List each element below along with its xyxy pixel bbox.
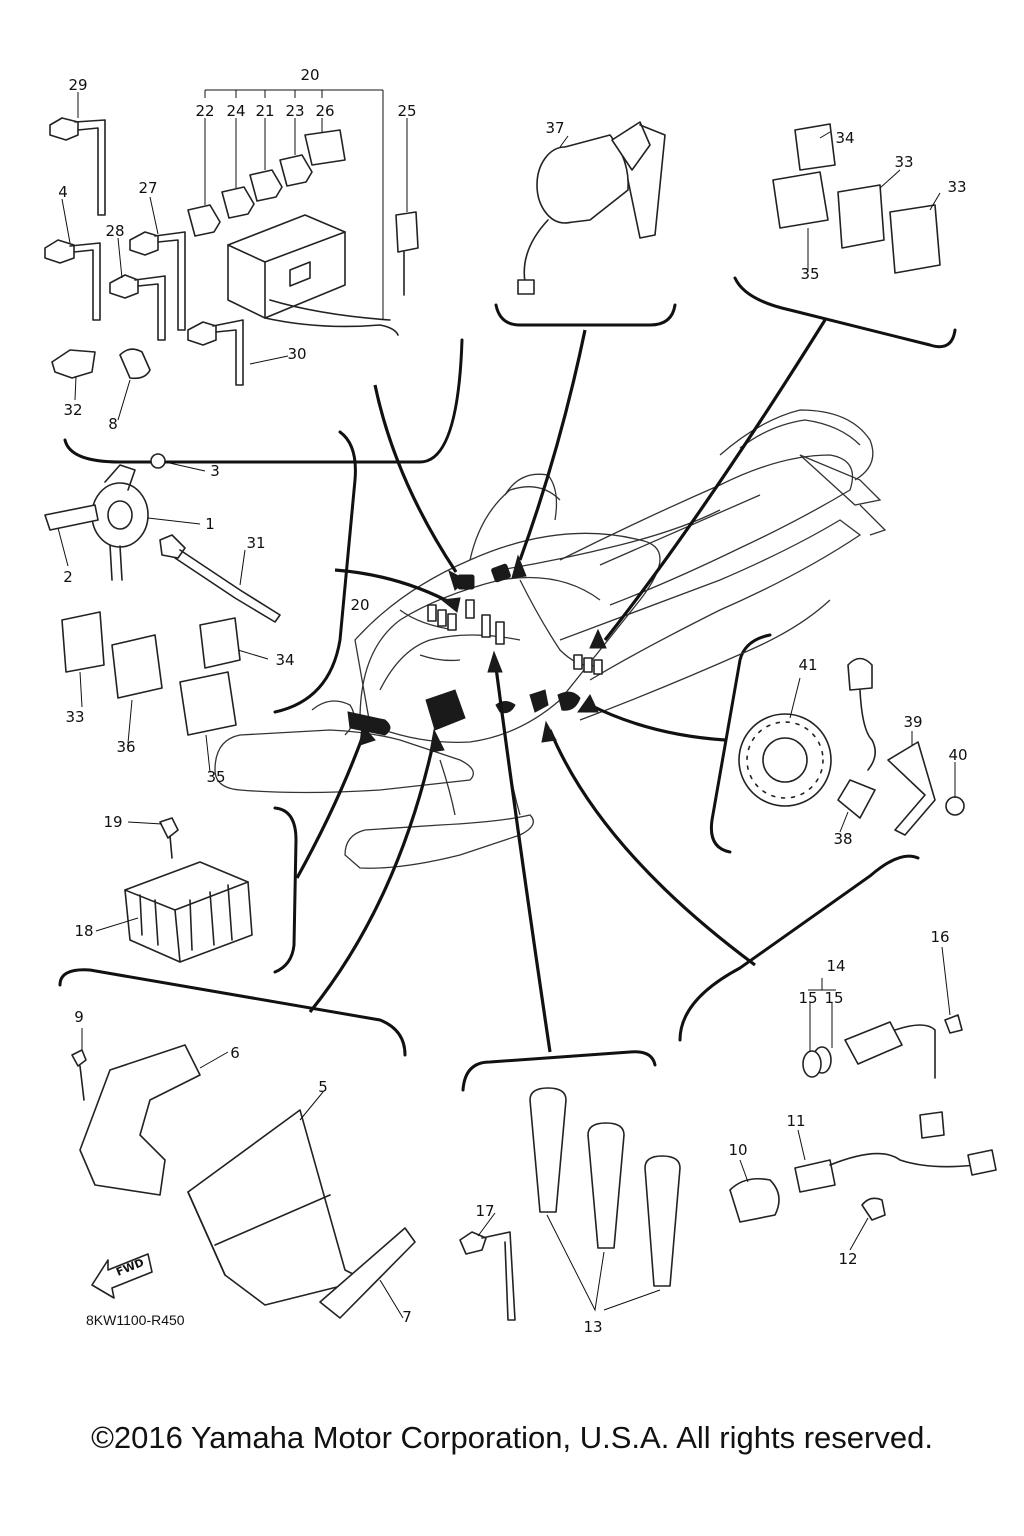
- callout-19: 19: [103, 813, 122, 831]
- callout-41: 41: [798, 656, 817, 674]
- callout-11: 11: [786, 1112, 805, 1130]
- callout-1: 1: [205, 515, 215, 533]
- callout-labels: 1 2 3 4 5 6 7 8 9 10 11 12 13 14 15 15 1…: [58, 66, 967, 1336]
- diagram-code: 8KW1100-R450: [86, 1312, 185, 1328]
- callout-20-harness: 20: [350, 596, 369, 614]
- callout-12: 12: [838, 1250, 857, 1268]
- callout-17: 17: [475, 1202, 494, 1220]
- callout-36: 36: [116, 738, 135, 756]
- callout-13: 13: [583, 1318, 602, 1336]
- main-switch-group: [517, 121, 666, 295]
- callout-35-top: 35: [800, 265, 819, 283]
- harness-components: [347, 563, 603, 736]
- callout-29: 29: [68, 76, 87, 94]
- callout-33-top-b: 33: [947, 178, 966, 196]
- ignition-coil-group: [459, 1087, 681, 1321]
- callout-15a: 15: [798, 989, 817, 1007]
- arrow-lines: [295, 319, 827, 1053]
- callout-6: 6: [230, 1044, 240, 1062]
- ecu-group: [71, 1044, 416, 1319]
- copyright-notice: ©2016 Yamaha Motor Corporation, U.S.A. A…: [91, 1420, 933, 1455]
- callout-39: 39: [903, 713, 922, 731]
- callout-15b: 15: [824, 989, 843, 1007]
- callout-2: 2: [63, 568, 73, 586]
- group-brackets: [58, 276, 957, 1092]
- callout-32: 32: [63, 401, 82, 419]
- callout-34-left: 34: [275, 651, 294, 669]
- callout-22: 22: [195, 102, 214, 120]
- callout-8: 8: [108, 415, 118, 433]
- callout-35-left: 35: [206, 768, 225, 786]
- callout-34-top: 34: [835, 129, 854, 147]
- speed-sensor-group: [738, 657, 965, 836]
- callout-30: 30: [287, 345, 306, 363]
- callout-10: 10: [728, 1141, 747, 1159]
- fuse-box-group: [44, 117, 419, 386]
- horn-relay-group: [44, 453, 281, 736]
- callout-31: 31: [246, 534, 265, 552]
- callout-14: 14: [826, 957, 845, 975]
- callout-40: 40: [948, 746, 967, 764]
- callout-28: 28: [105, 222, 124, 240]
- callout-4: 4: [58, 183, 68, 201]
- callout-38: 38: [833, 830, 852, 848]
- callout-16: 16: [930, 928, 949, 946]
- callout-20-top: 20: [300, 66, 319, 84]
- callout-21: 21: [255, 102, 274, 120]
- callout-23: 23: [285, 102, 304, 120]
- callout-3: 3: [210, 462, 220, 480]
- callout-26: 26: [315, 102, 334, 120]
- regulator-group: [124, 817, 253, 963]
- relay-group-top: [772, 123, 941, 274]
- leader-lines: [57, 89, 956, 1319]
- callout-37: 37: [545, 119, 564, 137]
- callout-7: 7: [402, 1308, 412, 1326]
- callout-33-left: 33: [65, 708, 84, 726]
- callout-27: 27: [138, 179, 157, 197]
- callout-25: 25: [397, 102, 416, 120]
- callout-5: 5: [318, 1078, 328, 1096]
- callout-18: 18: [74, 922, 93, 940]
- sensor-group-bottom: [729, 1014, 997, 1223]
- callout-24: 24: [226, 102, 245, 120]
- callout-9: 9: [74, 1008, 84, 1026]
- callout-33-top-a: 33: [894, 153, 913, 171]
